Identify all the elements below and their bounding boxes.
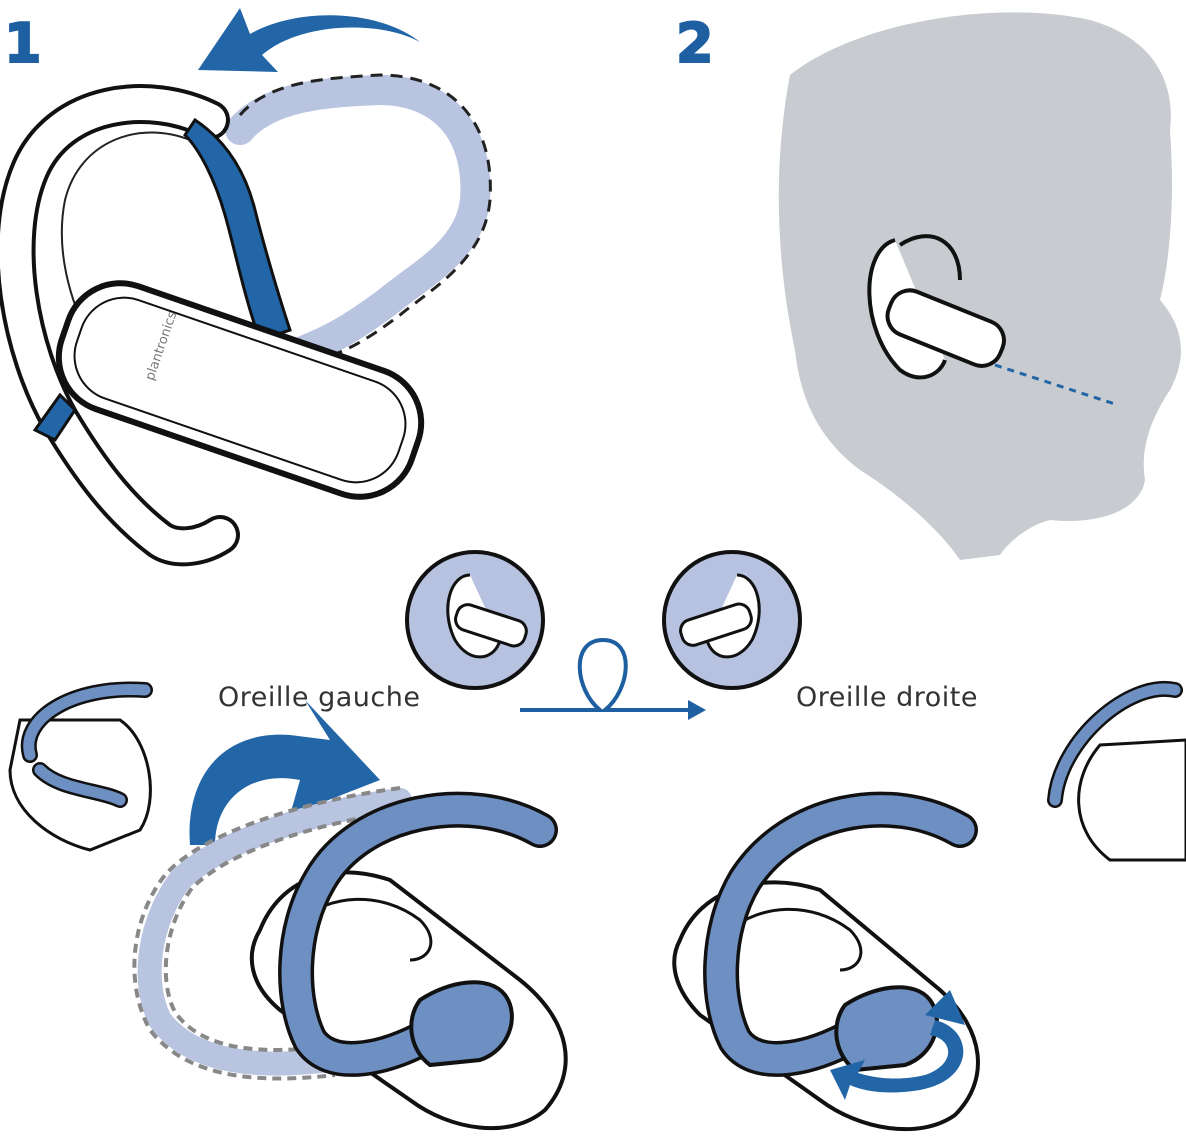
earloop-clip-right — [836, 987, 937, 1070]
small-headset-right — [1055, 689, 1186, 860]
step-1-number: 1 — [4, 12, 42, 75]
head-silhouette — [779, 12, 1181, 560]
right-ear-label: Oreille droite — [796, 682, 978, 713]
left-ear-thumbnail — [407, 552, 543, 688]
left-ear-label: Oreille gauche — [218, 682, 420, 713]
right-ear-thumbnail — [664, 552, 800, 688]
rotate-arrow-icon — [198, 8, 420, 72]
step-2-number: 2 — [676, 12, 714, 75]
earloop-clip-left — [411, 982, 512, 1065]
small-headset-left — [10, 690, 150, 850]
